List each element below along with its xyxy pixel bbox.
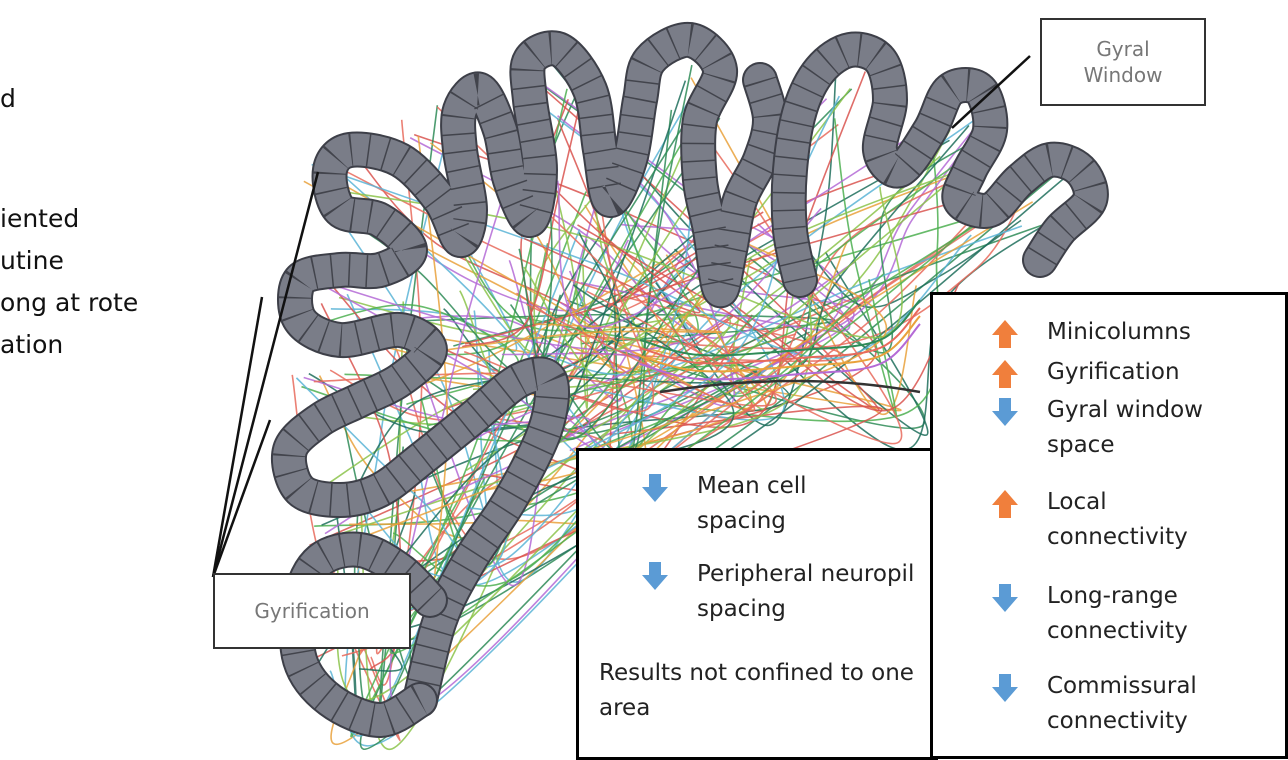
arrow-down-icon xyxy=(991,397,1019,427)
list-item-label: Minicolumns xyxy=(1047,315,1267,350)
list-item: Mean cell spacing xyxy=(641,469,867,539)
gyral-window-text: Gyral Window xyxy=(1068,36,1178,88)
list-item-label: Commissural connectivity xyxy=(1047,669,1237,739)
cell-spacing-box: Mean cell spacing Peripheral neuropil sp… xyxy=(576,448,938,760)
gyral-window-label: Gyral Window xyxy=(1040,18,1206,106)
arrow-down-icon xyxy=(641,473,669,503)
arrow-down-icon xyxy=(991,583,1019,613)
list-item: Minicolumns xyxy=(991,315,1267,350)
gyrification-pointer xyxy=(213,420,270,577)
list-item: Commissural connectivity xyxy=(991,669,1237,739)
gyrification-pointer xyxy=(213,172,318,577)
list-item-label: Long-range connectivity xyxy=(1047,579,1237,649)
arrow-down-icon xyxy=(991,673,1019,703)
list-item-label: Gyrification xyxy=(1047,355,1267,390)
gyrification-label: Gyrification xyxy=(213,573,411,649)
list-item: Long-range connectivity xyxy=(991,579,1237,649)
arrow-up-icon xyxy=(991,359,1019,389)
findings-box: Minicolumns Gyrification Gyral window sp… xyxy=(930,292,1288,759)
arrow-down-icon xyxy=(641,561,669,591)
list-item: Local connectivity xyxy=(991,485,1237,555)
list-item: Peripheral neuropil spacing xyxy=(641,557,937,627)
list-item-label: Local connectivity xyxy=(1047,485,1237,555)
list-item: Gyral window space xyxy=(991,393,1237,463)
gyrification-text: Gyrification xyxy=(254,598,369,624)
arrow-up-icon xyxy=(991,489,1019,519)
list-item-label: Gyral window space xyxy=(1047,393,1237,463)
list-item: Gyrification xyxy=(991,355,1267,390)
arrow-up-icon xyxy=(991,319,1019,349)
list-item-label: Peripheral neuropil spacing xyxy=(697,557,937,627)
gyrification-pointer xyxy=(213,297,262,577)
list-item-label: Mean cell spacing xyxy=(697,469,867,539)
results-note: Results not confined to one area xyxy=(599,656,919,726)
